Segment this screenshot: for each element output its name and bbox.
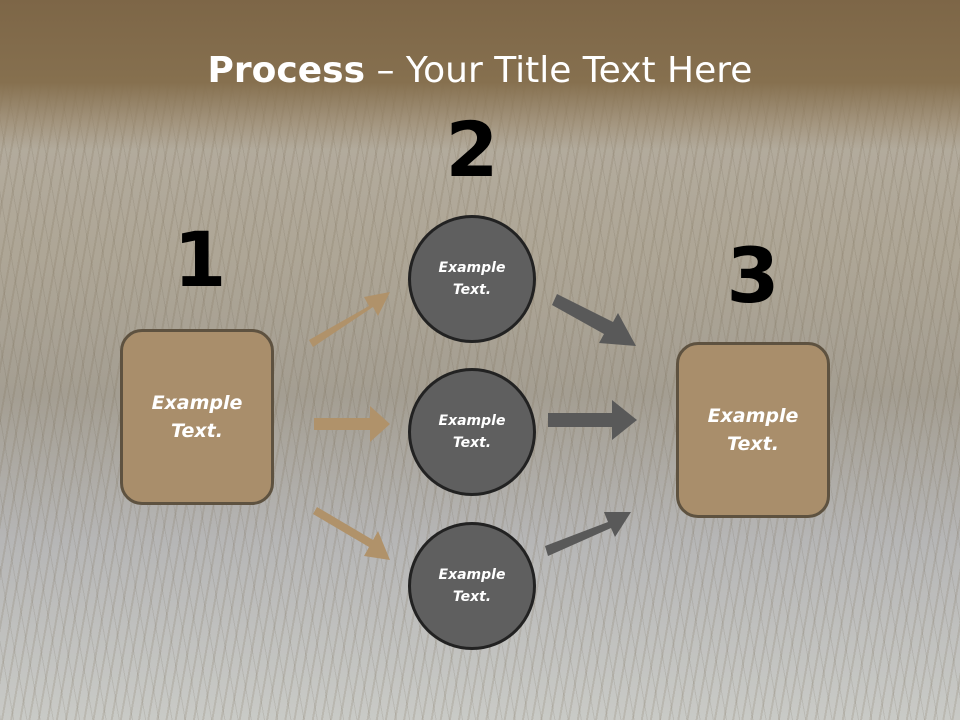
middle-circle-text: Example Text. — [438, 412, 506, 451]
arrow-bottom-to-right-box — [545, 512, 631, 556]
bottom-circle: Example Text. — [408, 522, 536, 650]
right-box-text: Example Text. — [707, 404, 799, 456]
step-number-3: 3 — [726, 231, 780, 320]
arrow-middle-to-right-box — [548, 400, 637, 440]
step-number-1: 1 — [173, 215, 227, 304]
tan-arrows — [309, 292, 390, 560]
title-banner — [0, 0, 960, 150]
arrow-top-to-right-box — [552, 294, 636, 346]
slide-title: Process – Your Title Text Here — [0, 50, 960, 91]
top-circle: Example Text. — [408, 215, 536, 343]
arrow-to-top-circle — [309, 292, 390, 347]
arrow-to-middle-circle — [314, 406, 390, 442]
title-rest: – Your Title Text Here — [365, 50, 753, 91]
left-box-text: Example Text. — [151, 391, 243, 443]
right-process-box: Example Text. — [676, 342, 830, 518]
bottom-circle-text: Example Text. — [438, 566, 506, 605]
arrow-to-bottom-circle — [313, 507, 390, 560]
left-process-box: Example Text. — [120, 329, 274, 505]
gray-arrows — [545, 294, 637, 556]
step-number-2: 2 — [445, 105, 499, 194]
middle-circle: Example Text. — [408, 368, 536, 496]
top-circle-text: Example Text. — [438, 259, 506, 298]
title-bold: Process — [207, 50, 366, 91]
